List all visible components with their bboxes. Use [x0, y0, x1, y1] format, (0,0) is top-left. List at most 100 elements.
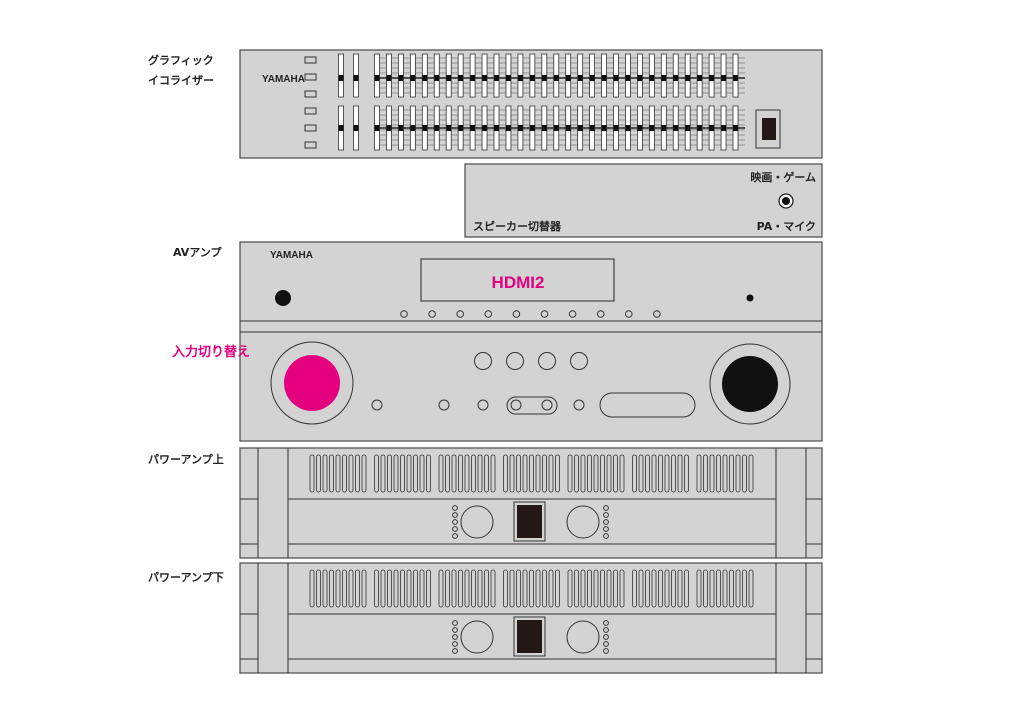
vent-slot — [677, 454, 683, 493]
vent-slot — [600, 454, 605, 493]
vent-slot — [651, 454, 657, 493]
vent-slot — [567, 569, 573, 608]
vent-slot — [555, 569, 560, 608]
vent-slot — [696, 569, 702, 608]
eq-led — [304, 141, 317, 149]
eq-fader-knob — [505, 75, 511, 81]
vent-slot — [748, 454, 754, 493]
headphone-slot — [599, 392, 696, 418]
vent-slot — [445, 454, 450, 493]
gain-knob[interactable] — [460, 620, 494, 654]
eq-fader-knob — [374, 75, 380, 81]
eq-fader-knob — [398, 75, 404, 81]
eq-fader-knob — [649, 75, 655, 81]
graphic-equalizer: YAMAHA — [239, 49, 823, 159]
eq-fader-knob — [697, 75, 703, 81]
eq-led — [304, 124, 317, 132]
vent-slot — [522, 454, 528, 493]
eq-fader-knob — [529, 125, 535, 131]
av-led — [512, 310, 521, 318]
vent-slot — [709, 454, 715, 493]
vent-slot — [516, 569, 521, 608]
vent-slot — [542, 569, 547, 608]
level-led — [603, 519, 609, 525]
power-button[interactable] — [275, 290, 291, 306]
av-led — [596, 310, 605, 318]
eq-fader-knob — [517, 125, 523, 131]
vent-slot — [542, 454, 547, 493]
vent-slot — [322, 569, 328, 608]
power-switch-knob — [517, 620, 542, 653]
av-mode-button[interactable] — [474, 352, 492, 370]
eq-fader-knob — [446, 75, 452, 81]
eq-fader-knob — [386, 125, 392, 131]
eq-fader-knob — [577, 125, 583, 131]
vent-slot — [387, 569, 392, 608]
eq-led — [304, 56, 317, 64]
eq-fader-knob — [709, 75, 715, 81]
volume-ring — [709, 343, 791, 425]
eq-fader-knob — [649, 125, 655, 131]
eq-fader-knob — [494, 75, 499, 81]
vent-slot — [613, 569, 618, 608]
vent-slot — [735, 454, 741, 493]
speaker-switcher: スピーカー切替器 映画・ゲーム PA・マイク — [464, 163, 823, 238]
eq-fader-knob — [458, 75, 464, 81]
gain-knob[interactable] — [460, 505, 494, 539]
vent-slot — [445, 569, 450, 608]
level-led — [452, 641, 458, 647]
tone-button-pill — [506, 396, 558, 415]
front-display — [420, 258, 615, 302]
eq-fader-knob — [601, 75, 607, 81]
eq-fader-knob — [685, 125, 691, 131]
av-mode-button[interactable] — [506, 352, 524, 370]
input-selector-knob[interactable] — [284, 355, 340, 411]
av-mode-button[interactable] — [570, 352, 588, 370]
level-led — [603, 533, 609, 539]
av-small-button[interactable] — [371, 399, 383, 411]
vent-slot — [606, 454, 612, 493]
vent-slot — [645, 569, 650, 608]
av-small-button[interactable] — [438, 399, 450, 411]
volume-knob[interactable] — [722, 356, 778, 412]
level-led — [603, 648, 609, 654]
vent-slot — [348, 454, 354, 493]
vent-slot — [400, 454, 405, 493]
power-amp-lower — [239, 562, 823, 674]
vent-slot — [748, 569, 754, 608]
vent-slot — [471, 454, 476, 493]
vent-slot — [464, 569, 470, 608]
av-small-button[interactable] — [510, 399, 522, 411]
vent-slot — [716, 454, 721, 493]
vent-slot — [632, 569, 637, 608]
level-led — [452, 620, 458, 626]
eq-fader-knob — [613, 125, 619, 131]
eq-fader-knob — [470, 75, 476, 81]
av-led — [540, 310, 549, 318]
av-mode-button[interactable] — [538, 352, 556, 370]
av-small-button[interactable] — [477, 399, 489, 411]
av-small-button[interactable] — [541, 399, 553, 411]
vent-slot — [348, 569, 354, 608]
vent-slot — [361, 454, 367, 493]
eq-fader-knob — [589, 125, 595, 131]
eq-fader-knob — [565, 75, 571, 81]
eq-fader-knob — [482, 75, 488, 81]
vent-slot — [406, 569, 412, 608]
gain-knob[interactable] — [566, 620, 600, 654]
eq-fader-knob — [422, 125, 428, 131]
vent-slot — [555, 454, 560, 493]
vent-slot — [426, 569, 431, 608]
av-small-button[interactable] — [573, 399, 585, 411]
eq-brand-logo: YAMAHA — [262, 74, 305, 85]
vent-slot — [574, 569, 579, 608]
level-led — [452, 526, 458, 532]
gain-knob[interactable] — [566, 505, 600, 539]
level-led — [452, 634, 458, 640]
eq-fader-knob — [470, 125, 476, 131]
vent-slot — [580, 569, 586, 608]
vent-slot — [374, 454, 379, 493]
vent-slot — [464, 454, 470, 493]
eq-fader-knob — [338, 125, 344, 131]
